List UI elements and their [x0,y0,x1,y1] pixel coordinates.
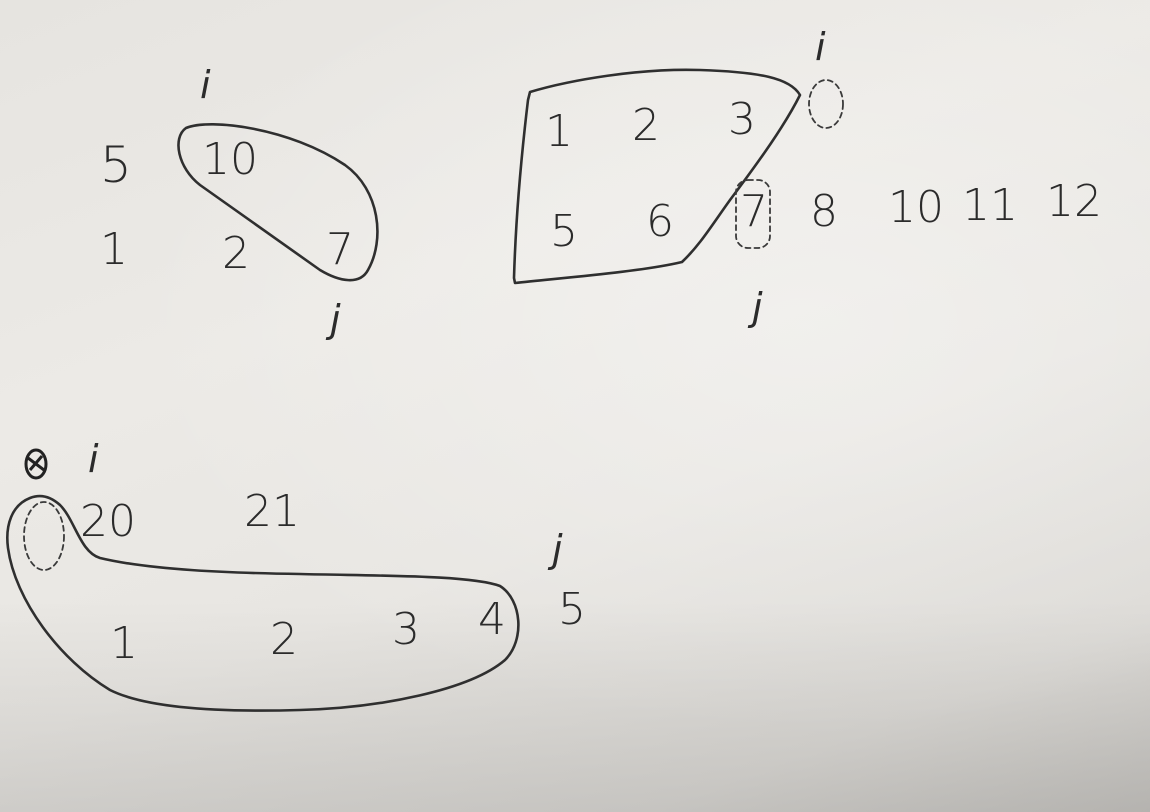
sketch-1-loop [177,123,379,282]
sketch-2-i-label: i [815,25,826,69]
sketch-2-number: 5 [550,206,578,257]
sketch-2-number: 10 [888,182,944,233]
sketch-3-number: 5 [558,584,586,635]
sketch-2-number: 8 [810,186,838,237]
sketch-3-number: 4 [478,594,506,645]
sketch-1-number: 2 [222,228,250,279]
sketch-1-number: 1 [100,224,128,275]
sketch-2-number: 1 [545,106,573,157]
sketch-3-loop [6,494,520,712]
sketch-1-number: 10 [202,134,258,185]
sketch-2-number: 2 [632,100,660,151]
sketch-3-number: 1 [110,618,138,669]
sketch-2-dashed-box-7 [735,179,771,249]
sketch-3-i-label: i [88,437,99,481]
sketch-1-number: 7 [326,224,354,275]
sketch-3-scribble-mark [24,448,48,480]
sketch-3-number: 2 [270,614,298,665]
sketch-3-number: 21 [244,486,300,537]
sketch-1-j-label: j [330,297,341,341]
sketch-2-number: 6 [646,196,674,247]
sketch-2-j-label: j [752,285,763,329]
sketch-3-number: 20 [80,496,136,547]
sketch-2-number: 3 [728,94,756,145]
sketch-2-dashed-circle [808,79,844,129]
sketch-3-j-label: j [552,527,563,571]
sketch-1-i-label: i [200,63,211,107]
sketch-3-dashed-circle [23,501,65,571]
sketch-2-number: 7 [740,186,768,237]
sketch-2-number: 11 [962,180,1018,231]
sketch-1-number: 5 [100,136,132,194]
sketch-2-number: 12 [1046,176,1102,227]
sketch-3-number: 3 [392,604,420,655]
sketch-2-region [512,68,802,285]
